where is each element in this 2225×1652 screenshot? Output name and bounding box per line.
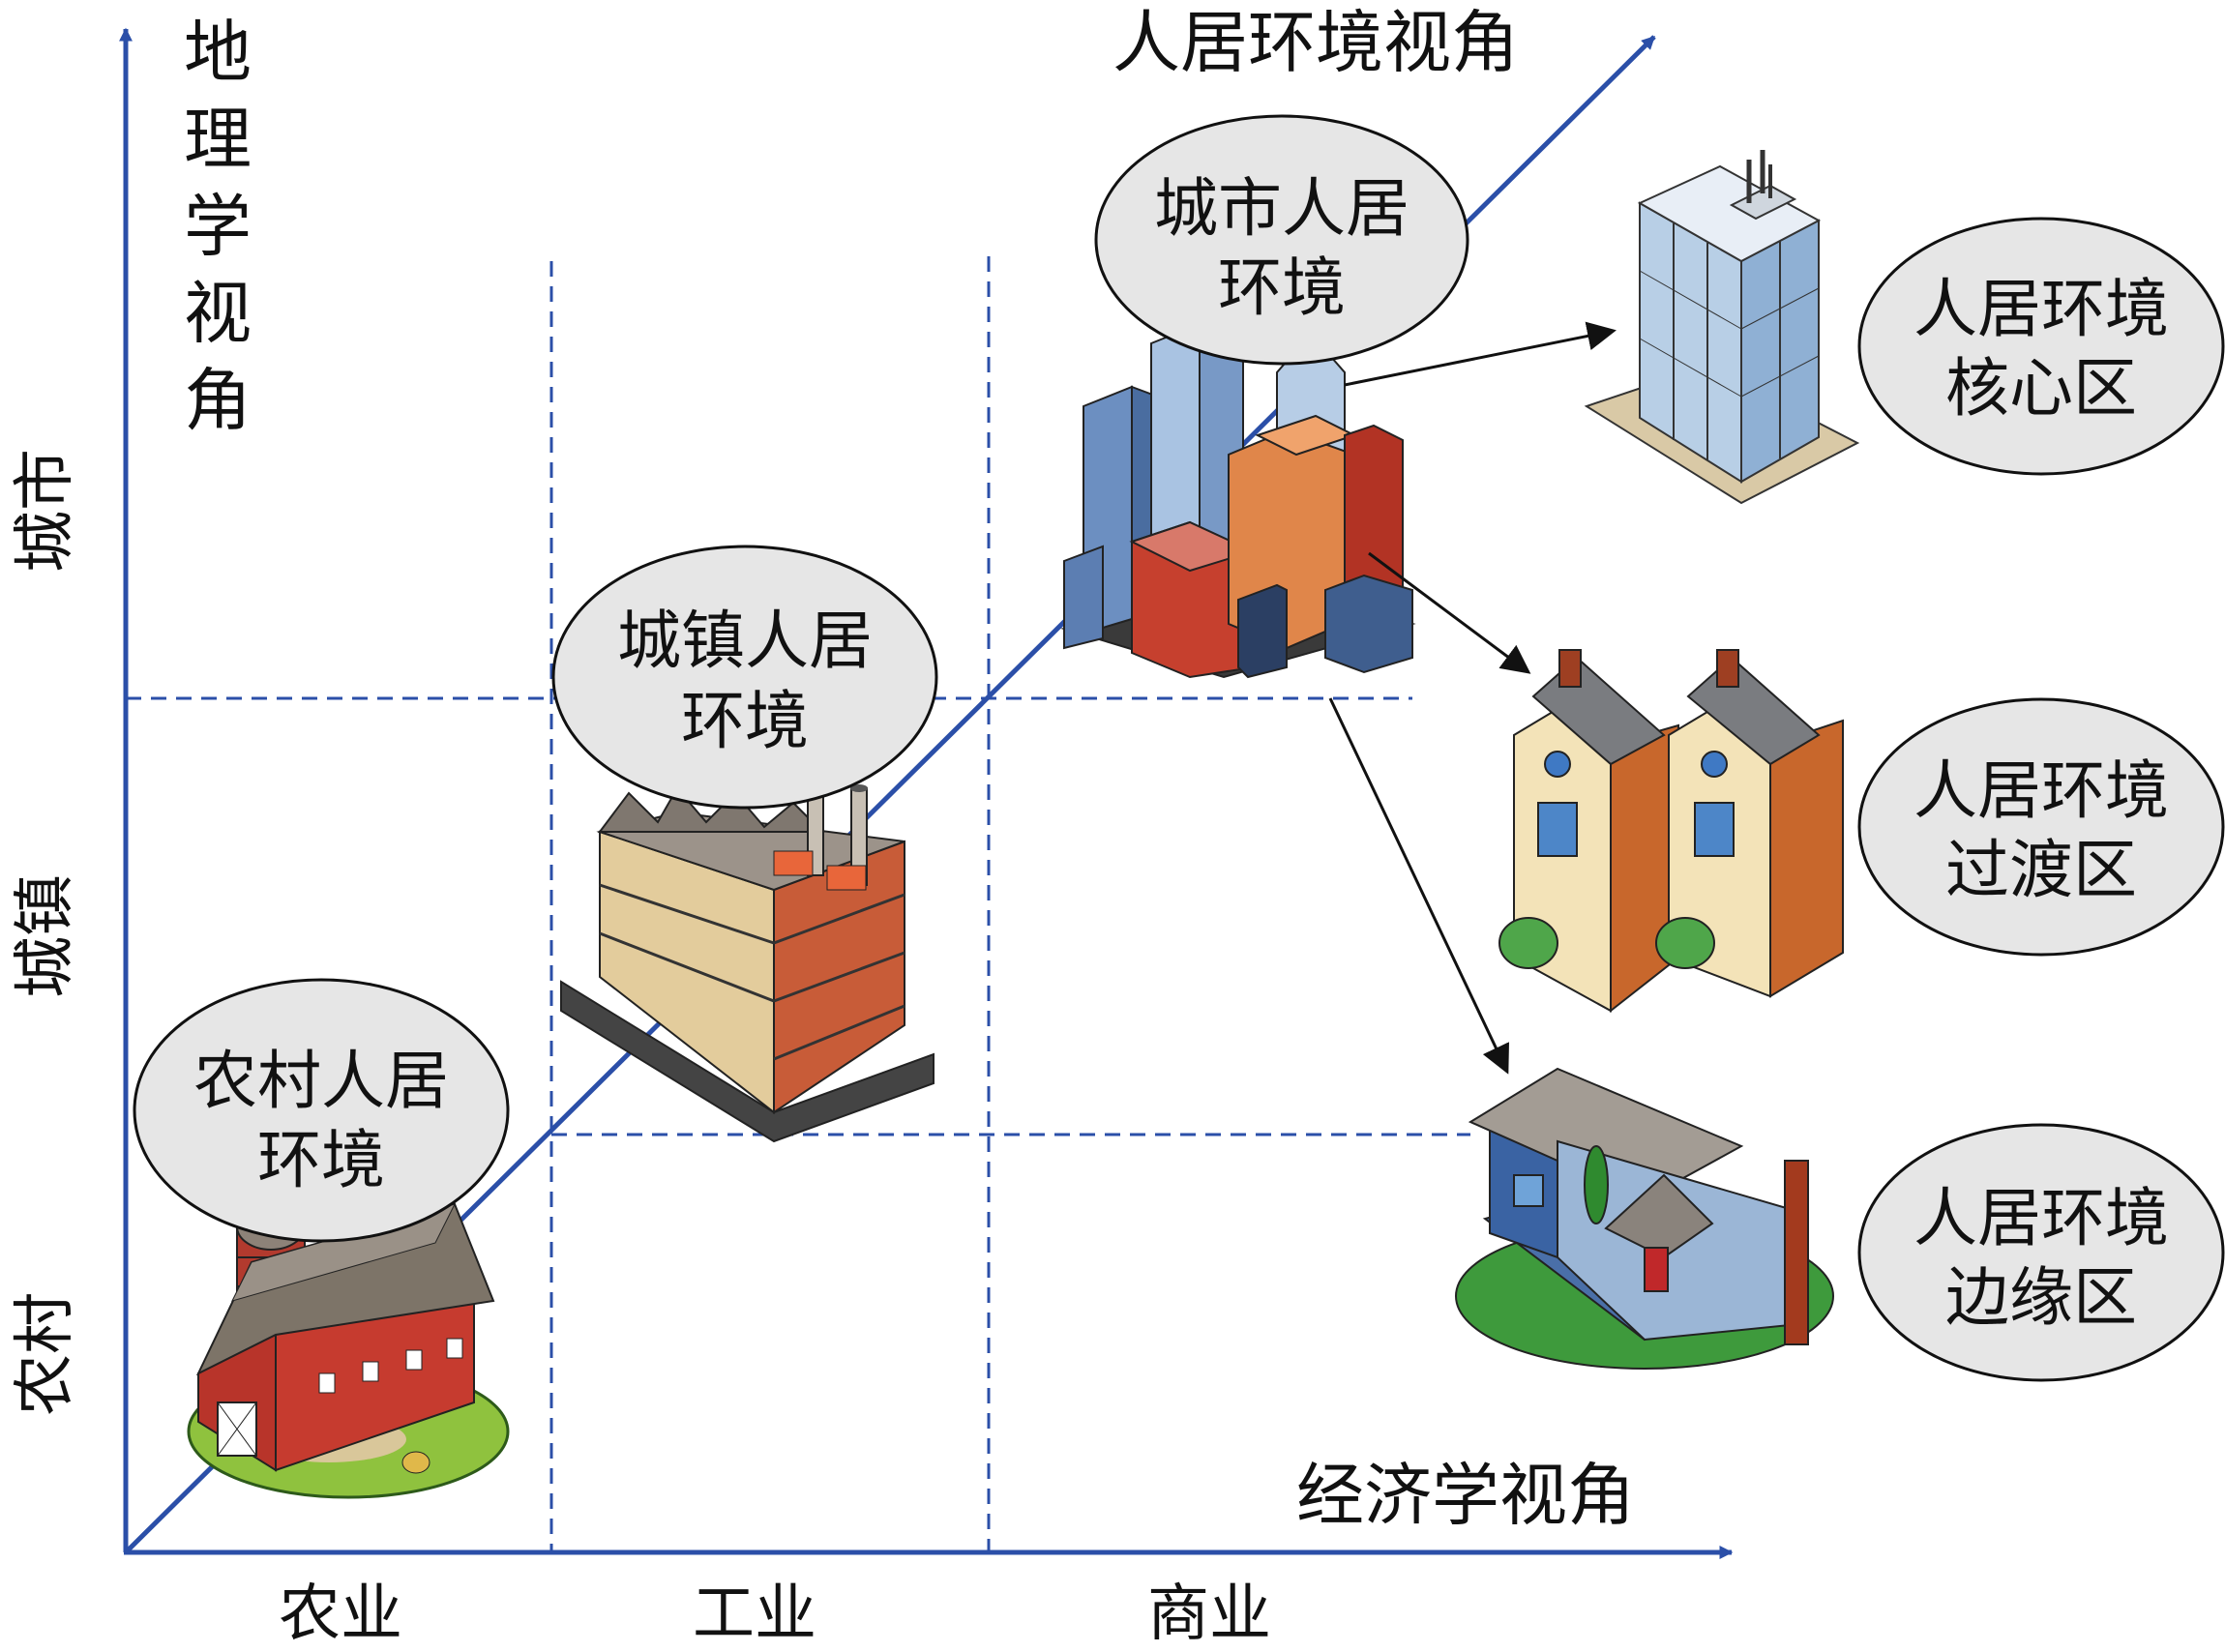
x-axis-title: 经济学视角 [1296, 1456, 1635, 1535]
y-title-char: 地 [184, 13, 252, 92]
town-bubble: 城镇人居 环境 [551, 545, 938, 810]
city-bubble: 城市人居 环境 [1094, 114, 1469, 366]
core-zone-bubble: 人居环境 核心区 [1857, 217, 2225, 476]
x-level-industry: 工业 [693, 1578, 816, 1650]
transition-zone-line2: 过渡区 [1945, 833, 2137, 907]
y-level-rural: 农村 [10, 1292, 81, 1416]
arrow-to-edge [1328, 697, 1509, 1075]
y-title-char: 学 [184, 187, 252, 266]
rural-bubble-line1: 农村人居 [193, 1044, 449, 1118]
edge-zone-bubble: 人居环境 边缘区 [1857, 1123, 2225, 1382]
arrow-to-transition [1368, 551, 1531, 674]
city-buildings-icon [1060, 322, 1416, 679]
rural-bubble: 农村人居 环境 [133, 978, 510, 1243]
city-bubble-line2: 环境 [1218, 251, 1346, 325]
transition-zone-line1: 人居环境 [1914, 753, 2169, 828]
diagonal-axis-title: 人居环境视角 [1112, 3, 1519, 82]
x-level-commerce: 商业 [1147, 1578, 1271, 1650]
core-zone-line1: 人居环境 [1914, 272, 2169, 346]
y-axis-title: 地 理 学 视 角 [184, 13, 252, 440]
y-title-char: 理 [184, 100, 252, 179]
suburban-house-icon [1455, 1067, 1834, 1370]
town-bubble-line2: 环境 [681, 684, 809, 758]
x-level-agri: 农业 [279, 1578, 402, 1650]
y-title-char: 角 [184, 361, 252, 440]
y-level-city: 城市 [10, 449, 81, 573]
edge-zone-line1: 人居环境 [1914, 1181, 2169, 1255]
barn-icon [187, 1202, 510, 1499]
town-bubble-line1: 城镇人居 [617, 604, 873, 678]
edge-zone-line2: 边缘区 [1945, 1260, 2137, 1335]
factory-icon [560, 765, 934, 1143]
townhouses-icon [1498, 649, 1844, 1014]
y-title-char: 视 [184, 274, 252, 353]
city-bubble-line1: 城市人居 [1154, 171, 1409, 246]
core-zone-line2: 核心区 [1945, 351, 2137, 426]
transition-zone-bubble: 人居环境 过渡区 [1857, 697, 2225, 957]
zone-arrows [1328, 321, 1617, 1075]
skyscraper-icon [1584, 150, 1860, 505]
y-level-town: 城镇 [10, 874, 81, 998]
arrow-to-core [1344, 321, 1617, 387]
rural-bubble-line2: 环境 [257, 1123, 385, 1197]
